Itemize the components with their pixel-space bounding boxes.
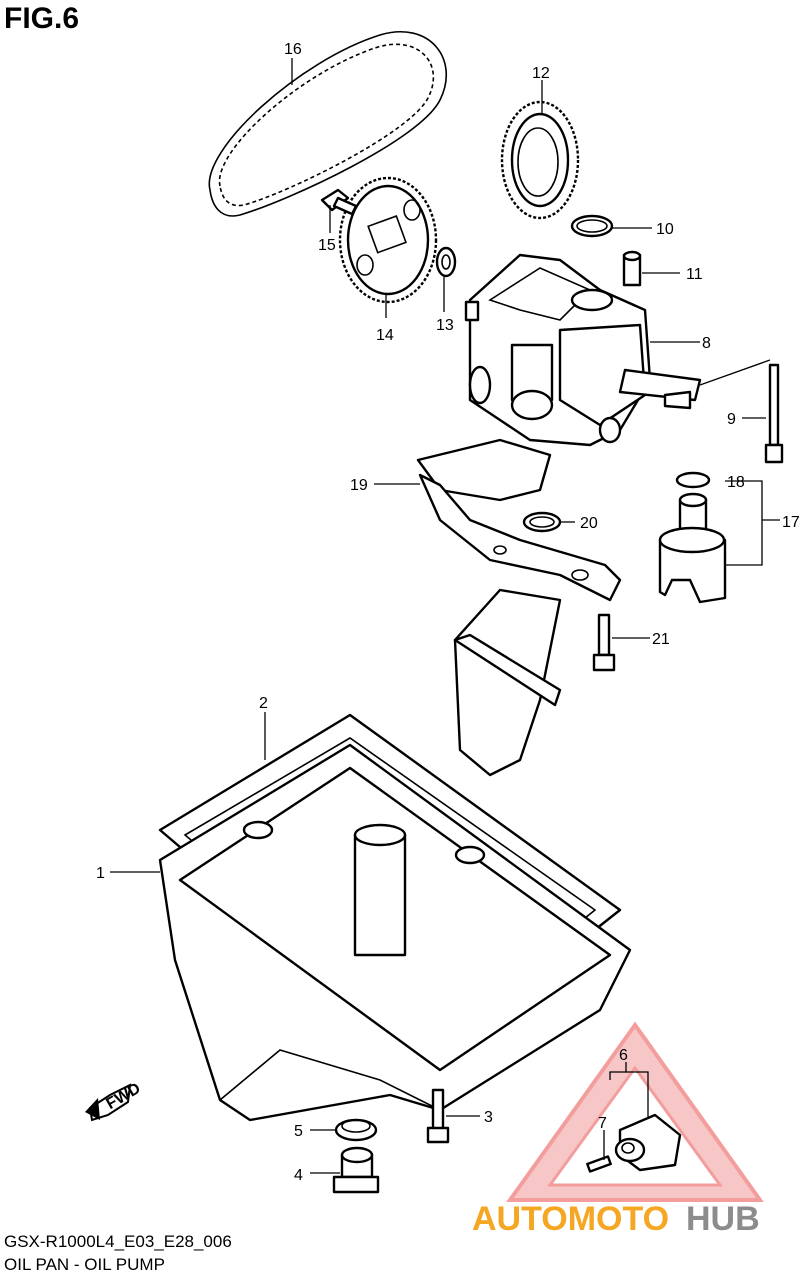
dowel-pin bbox=[622, 250, 642, 287]
callout-1: 1 bbox=[96, 865, 105, 882]
callout-13: 13 bbox=[436, 317, 454, 334]
oil-pressure-switch bbox=[614, 1113, 682, 1172]
callout-leaders bbox=[110, 58, 780, 1174]
drain-plug-gasket bbox=[334, 1118, 378, 1142]
watermark-text: AUTOMOTO HUB bbox=[472, 1200, 760, 1238]
callout-15: 15 bbox=[318, 237, 336, 254]
callout-14: 14 bbox=[376, 327, 394, 344]
oil-pump-drive-chain bbox=[208, 30, 448, 217]
drain-plug bbox=[332, 1146, 380, 1194]
callout-8: 8 bbox=[702, 335, 711, 352]
watermark-word2: HUB bbox=[686, 1200, 760, 1238]
callout-18: 18 bbox=[727, 474, 745, 491]
callout-7: 7 bbox=[598, 1115, 607, 1132]
o-ring-strainer bbox=[522, 511, 562, 533]
fwd-label: FWD bbox=[104, 1080, 144, 1113]
callout-16: 16 bbox=[284, 41, 302, 58]
strainer-bolt bbox=[592, 613, 616, 672]
callout-9: 9 bbox=[727, 411, 736, 428]
sensor-screw bbox=[586, 1155, 612, 1173]
callout-11: 11 bbox=[686, 266, 703, 283]
relief-valve bbox=[658, 471, 727, 604]
callout-21: 21 bbox=[652, 631, 670, 648]
callout-19: 19 bbox=[350, 477, 368, 494]
watermark-logo bbox=[506, 1021, 764, 1202]
oil-pump-drive-gear bbox=[500, 100, 580, 220]
sprocket-bolt bbox=[320, 188, 358, 216]
o-ring-top bbox=[570, 214, 614, 238]
long-bolt bbox=[764, 363, 784, 464]
figure-title: FIG.6 bbox=[4, 2, 80, 35]
callout-10: 10 bbox=[656, 221, 674, 238]
callout-5: 5 bbox=[294, 1123, 303, 1140]
oil-strainer bbox=[416, 438, 622, 777]
washer bbox=[435, 246, 457, 278]
callout-4: 4 bbox=[294, 1167, 303, 1184]
oil-pump-assembly bbox=[464, 253, 702, 447]
forward-arrow-icon: FWD bbox=[85, 1080, 144, 1122]
callout-17: 17 bbox=[782, 514, 800, 531]
callout-3: 3 bbox=[484, 1109, 493, 1126]
oil-pan bbox=[158, 743, 632, 1122]
callout-12: 12 bbox=[532, 65, 550, 82]
callout-6: 6 bbox=[619, 1047, 628, 1064]
callout-2: 2 bbox=[259, 695, 268, 712]
oil-pan-bolt bbox=[426, 1088, 450, 1144]
callout-20: 20 bbox=[580, 515, 598, 532]
watermark-word1: AUTOMOTO bbox=[472, 1200, 669, 1238]
oil-pump-sprocket bbox=[338, 176, 438, 304]
diagram-code: GSX-R1000L4_E03_E28_006 bbox=[4, 1232, 232, 1251]
diagram-description: OIL PAN - OIL PUMP bbox=[4, 1255, 165, 1274]
